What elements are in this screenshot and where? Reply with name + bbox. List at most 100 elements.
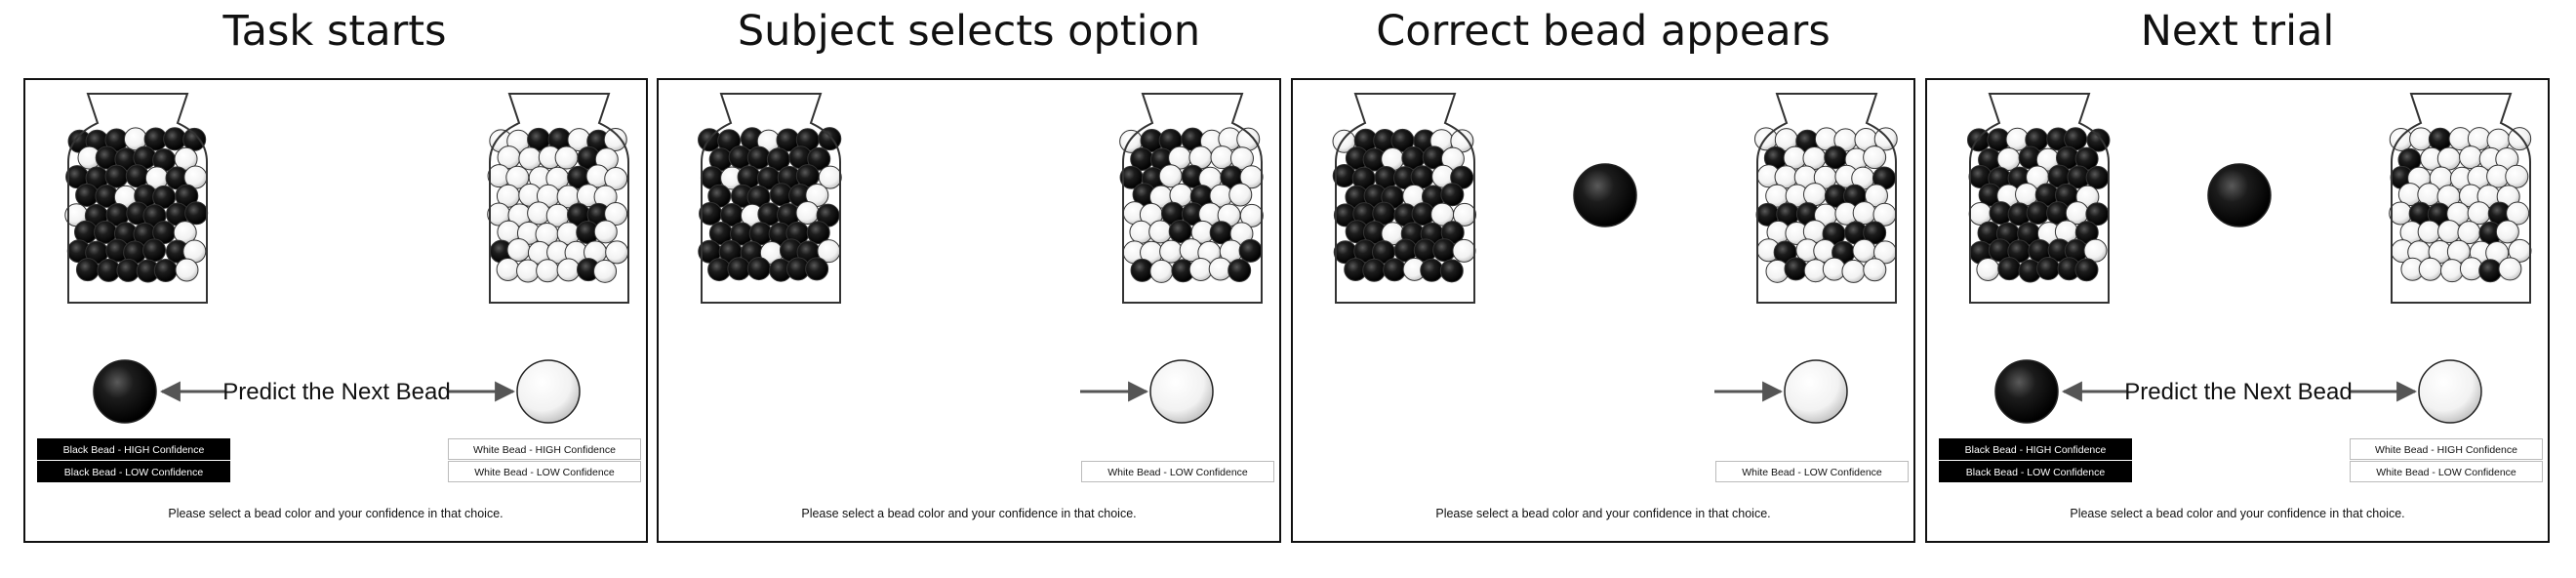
white-bead-low-confidence-button[interactable]: White Bead - LOW Confidence: [1081, 461, 1274, 482]
white-bead: [2505, 164, 2529, 188]
jar-beads: [487, 127, 629, 283]
black-bead: [699, 201, 723, 226]
black-bead: [75, 183, 100, 207]
instruction-prompt: Please select a bead color and your conf…: [168, 507, 503, 520]
black-bead: [2074, 258, 2099, 282]
jar-outline: [1969, 93, 2110, 304]
jar-outline: [1756, 93, 1897, 304]
white-bead-option-icon: [2418, 359, 2482, 424]
jar-outline: [701, 93, 841, 304]
white-bead: [603, 127, 627, 151]
black-bead: [1997, 257, 2022, 281]
white-bead: [2083, 238, 2108, 263]
white-bead: [2389, 127, 2413, 151]
black-bead-high-confidence-button[interactable]: Black Bead - HIGH Confidence: [1939, 438, 2132, 460]
white-bead: [1148, 220, 1173, 244]
white-bead: [604, 166, 628, 190]
black-bead: [1238, 238, 1263, 263]
white-bead: [496, 257, 520, 281]
black-bead: [116, 258, 141, 282]
jar-outline: [67, 93, 208, 304]
white-bead: [516, 259, 541, 283]
predict-label: Predict the Next Bead: [222, 379, 450, 405]
black-bead: [1383, 258, 1407, 282]
predict-label: Predict the Next Bead: [2124, 379, 2352, 405]
white-bead: [2417, 220, 2441, 244]
mostly-white-jar: [2389, 93, 2532, 304]
white-bead: [2418, 257, 2442, 281]
jar-beads: [1966, 127, 2111, 283]
white-bead: [2459, 145, 2483, 170]
white-bead: [1239, 203, 1264, 227]
white-bead: [175, 258, 199, 282]
white-bead: [1852, 201, 1876, 226]
jar-beads: [2389, 127, 2532, 283]
task-screen-art: Predict the Next Bead: [64, 93, 629, 424]
mostly-white-jar: [1753, 93, 1898, 304]
white-bead: [1239, 165, 1264, 189]
jar-beads: [1119, 127, 1264, 283]
mostly-black-jar: [64, 93, 209, 304]
mostly-white-jar: [1119, 93, 1264, 304]
jar-beads: [698, 127, 842, 282]
white-bead: [1228, 183, 1253, 207]
black-bead: [707, 258, 732, 282]
white-bead-low-confidence-button[interactable]: White Bead - LOW Confidence: [2350, 461, 2543, 482]
black-bead-option-icon: [93, 359, 157, 424]
instruction-prompt: Please select a bead color and your conf…: [801, 507, 1137, 520]
black-bead: [2026, 201, 2050, 226]
black-bead-low-confidence-button[interactable]: Black Bead - LOW Confidence: [37, 461, 230, 482]
jar-outline: [1335, 93, 1475, 304]
white-bead-high-confidence-button[interactable]: White Bead - HIGH Confidence: [2350, 438, 2543, 460]
white-bead: [1841, 259, 1866, 283]
black-bead: [1784, 257, 1808, 281]
white-bead: [1452, 238, 1476, 263]
black-bead: [2036, 257, 2061, 281]
stage-title: Subject selects option: [737, 7, 1201, 56]
black-bead: [1966, 128, 1991, 152]
white-bead-option-icon: [1784, 359, 1848, 424]
task-screen-art: [698, 93, 1264, 424]
white-bead: [593, 259, 618, 283]
mostly-white-jar: [487, 93, 629, 304]
white-bead: [1210, 145, 1234, 170]
black-bead: [184, 201, 209, 226]
black-bead: [163, 127, 187, 151]
white-bead: [2437, 220, 2462, 244]
stage-title: Correct bead appears: [1376, 7, 1831, 56]
white-bead: [1452, 202, 1476, 227]
white-bead: [1229, 146, 1254, 171]
black-bead: [153, 258, 178, 282]
white-bead-option-icon: [1149, 359, 1214, 424]
white-bead: [1159, 239, 1184, 264]
mostly-black-jar: [1966, 93, 2111, 304]
black-bead: [75, 258, 100, 282]
white-bead: [506, 238, 531, 263]
mostly-black-jar: [1332, 93, 1476, 304]
black-bead: [1863, 221, 1887, 245]
black-bead: [746, 257, 771, 281]
jar-outline: [1122, 93, 1263, 304]
white-bead-low-confidence-button[interactable]: White Bead - LOW Confidence: [1715, 461, 1909, 482]
black-bead: [806, 221, 830, 245]
white-bead-low-confidence-button[interactable]: White Bead - LOW Confidence: [448, 461, 641, 482]
white-bead: [2506, 201, 2530, 226]
instruction-prompt: Please select a bead color and your conf…: [1435, 507, 1771, 520]
white-bead: [1149, 259, 1174, 283]
white-bead: [1803, 183, 1828, 207]
white-bead: [2498, 257, 2522, 281]
white-bead-high-confidence-button[interactable]: White Bead - HIGH Confidence: [448, 438, 641, 460]
black-bead: [125, 164, 149, 188]
task-screen-art: [1332, 93, 1898, 424]
black-bead: [807, 146, 831, 171]
black-bead-option-icon: [1994, 359, 2059, 424]
black-bead-low-confidence-button[interactable]: Black Bead - LOW Confidence: [1939, 461, 2132, 482]
black-bead-high-confidence-button[interactable]: Black Bead - HIGH Confidence: [37, 438, 230, 460]
white-bead: [556, 258, 581, 282]
black-bead: [142, 238, 167, 263]
white-bead: [2467, 201, 2491, 226]
jar-outline: [2391, 93, 2531, 304]
